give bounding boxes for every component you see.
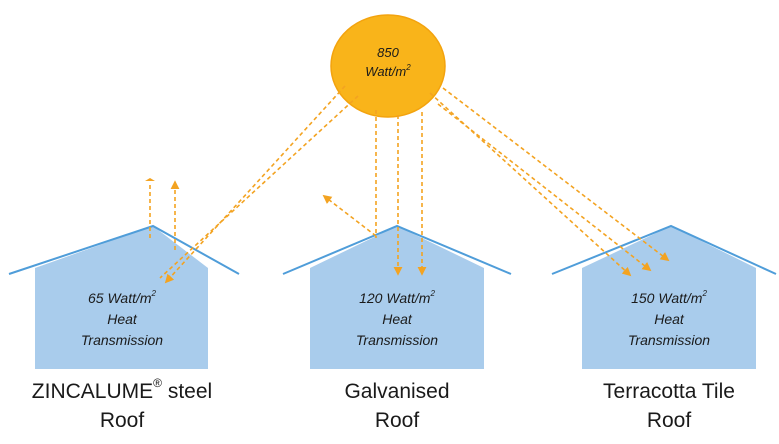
roof-label-2: Galvanised Roof: [344, 380, 450, 432]
house-3-heat: Heat: [654, 311, 684, 327]
ray-arrow-icon: [164, 85, 346, 284]
reflected-arrowhead-icon: [145, 178, 155, 181]
sun-unit: Watt/m2: [365, 62, 411, 79]
house-3-icon: [551, 224, 777, 369]
house-1-heat: Heat: [107, 311, 137, 327]
house-2-value: 120 Watt/m2: [359, 289, 435, 306]
house-2-heat: Heat: [382, 311, 412, 327]
house-3-transmission: Transmission: [627, 332, 711, 348]
house-2-icon: [282, 224, 512, 369]
sun-icon: [330, 14, 446, 118]
house-1-value: 65 Watt/m2: [88, 289, 156, 306]
house-1-icon: [8, 224, 240, 369]
ray-arrow-icon: [429, 92, 632, 277]
house-3-value: 150 Watt/m2: [631, 289, 707, 306]
reflected-arrow-icon: [322, 194, 377, 237]
ray-line-icon: [159, 95, 359, 279]
house-2-transmission: Transmission: [355, 332, 439, 348]
roof-label-1: ZINCALUME® steel Roof: [31, 376, 213, 432]
house-1-transmission: Transmission: [80, 332, 164, 348]
ray-arrow-icon: [437, 103, 652, 272]
sun-value: 850: [377, 45, 399, 60]
roof-label-3: Terracotta Tile Roof: [603, 380, 735, 432]
ray-arrow-icon: [442, 87, 670, 262]
